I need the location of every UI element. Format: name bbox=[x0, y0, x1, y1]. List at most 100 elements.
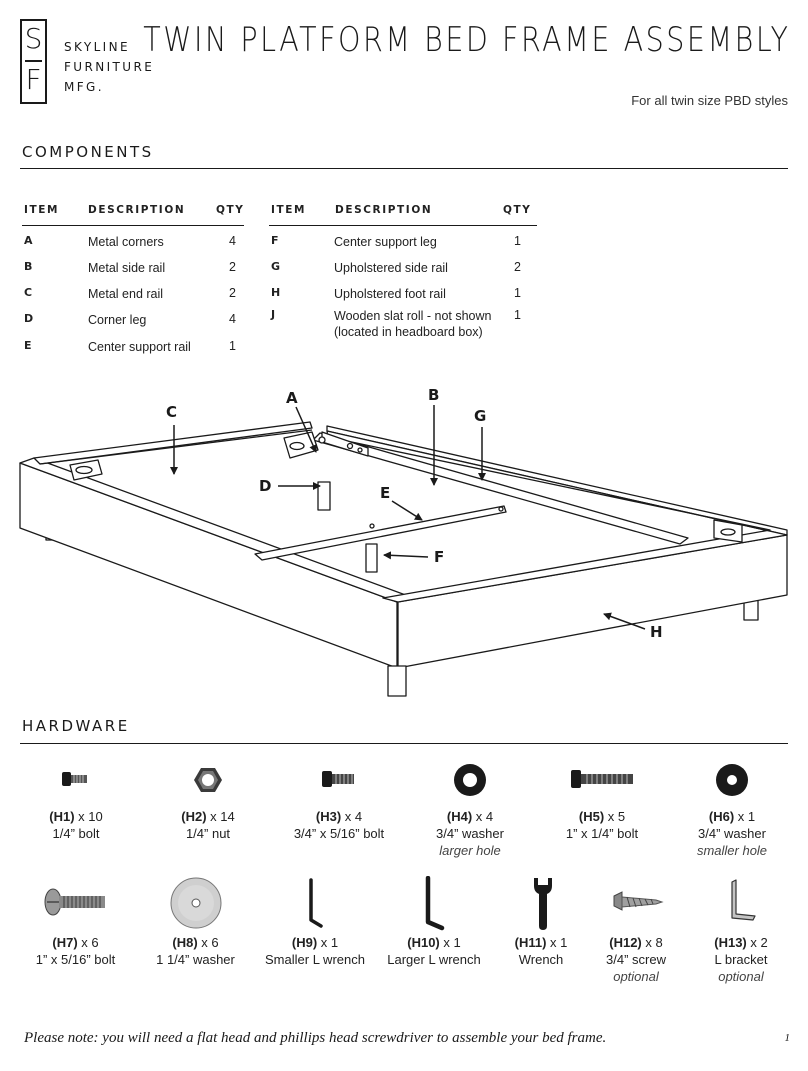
col-header-description: DESCRIPTION bbox=[335, 204, 433, 216]
col-header-item: ITEM bbox=[271, 204, 307, 216]
hardware-code: (H7) bbox=[52, 935, 78, 950]
item-qty: 1 bbox=[514, 234, 521, 248]
components-header: COMPONENTS bbox=[22, 143, 154, 161]
item-letter: B bbox=[24, 260, 33, 273]
item-letter: H bbox=[271, 286, 281, 299]
metal-corner-a-right bbox=[713, 519, 743, 543]
hardware-desc: 3/4” washer bbox=[436, 826, 504, 841]
hardware-code: (H10) bbox=[407, 935, 440, 950]
table-header-rule bbox=[22, 225, 244, 226]
hardware-code: (H13) bbox=[714, 935, 747, 950]
screw-icon bbox=[613, 891, 664, 911]
brand-line-1: SKYLINE bbox=[64, 40, 130, 54]
label-b: B bbox=[428, 386, 439, 404]
label-d: D bbox=[259, 477, 271, 495]
hardware-item-h6: (H6) x 1 3/4” washer smaller hole bbox=[672, 760, 792, 859]
item-description: Metal corners bbox=[88, 235, 164, 249]
arrow-h bbox=[603, 612, 646, 630]
item-letter: C bbox=[24, 286, 33, 299]
col-header-qty: QTY bbox=[503, 204, 532, 216]
table-row: C Metal end rail 2 bbox=[22, 286, 244, 306]
hardware-code: (H12) bbox=[609, 935, 642, 950]
hardware-item-h5: (H5) x 5 1” x 1/4” bolt bbox=[542, 760, 662, 842]
hardware-qty: x 1 bbox=[737, 809, 756, 824]
front-left-leg bbox=[387, 665, 407, 697]
center-support-leg-f bbox=[365, 543, 378, 573]
hardware-qty: x 1 bbox=[550, 935, 568, 950]
label-h: H bbox=[650, 623, 663, 641]
upholstered-side-rail-left bbox=[19, 457, 412, 669]
item-qty: 2 bbox=[229, 286, 236, 300]
hardware-qty: x 4 bbox=[475, 809, 494, 824]
arrow-f bbox=[383, 551, 429, 560]
hardware-desc: 3/4” washer bbox=[698, 826, 766, 841]
l-bracket-icon bbox=[731, 879, 756, 921]
hardware-desc: Wrench bbox=[518, 952, 564, 967]
label-c: C bbox=[166, 403, 177, 421]
hardware-code: (H6) bbox=[708, 809, 735, 824]
hardware-qty: x 5 bbox=[607, 809, 626, 824]
col-header-item: ITEM bbox=[24, 204, 60, 216]
hardware-code: (H3) bbox=[315, 809, 342, 824]
hardware-code: (H11) bbox=[514, 935, 547, 950]
table-row: E Center support rail 1 bbox=[22, 339, 244, 359]
col-header-qty: QTY bbox=[216, 204, 245, 216]
hardware-qty: x 10 bbox=[78, 809, 103, 824]
hardware-item-h2: (H2) x 14 1/4” nut bbox=[148, 760, 268, 842]
hardware-qty: x 6 bbox=[81, 935, 99, 950]
item-letter: J bbox=[271, 308, 276, 321]
table-row: B Metal side rail 2 bbox=[22, 260, 244, 280]
hardware-desc: 1/4” bolt bbox=[52, 826, 100, 841]
hardware-desc: 1” x 1/4” bolt bbox=[565, 826, 639, 841]
item-description: Metal end rail bbox=[88, 287, 164, 301]
item-description: Center support leg bbox=[334, 235, 437, 249]
bolt-icon bbox=[322, 771, 354, 787]
hardware-qty: x 6 bbox=[201, 935, 219, 950]
table-row: H Upholstered foot rail 1 bbox=[269, 286, 537, 306]
hardware-note: optional bbox=[613, 969, 659, 984]
item-letter: D bbox=[24, 312, 34, 325]
table-header-rule bbox=[269, 225, 537, 226]
hardware-item-h12: (H12) x 8 3/4” screw optional bbox=[588, 876, 684, 985]
components-rule bbox=[20, 168, 788, 169]
table-row: J Wooden slat roll - not shown (located … bbox=[269, 308, 537, 342]
bed-frame-diagram: C A B G D E F H bbox=[19, 386, 788, 697]
hardware-note: larger hole bbox=[439, 843, 501, 858]
hardware-qty: x 8 bbox=[645, 935, 663, 950]
label-e: E bbox=[380, 484, 390, 502]
hardware-code: (H2) bbox=[181, 809, 207, 824]
col-header-description: DESCRIPTION bbox=[88, 204, 186, 216]
hardware-desc: 3/4” x 5/16” bolt bbox=[293, 826, 385, 841]
l-wrench-icon bbox=[309, 878, 323, 928]
arrow-e bbox=[391, 500, 423, 521]
washer-icon bbox=[716, 764, 748, 796]
hardware-qty: x 1 bbox=[320, 935, 339, 950]
washer-icon bbox=[454, 764, 486, 796]
table-row: F Center support leg 1 bbox=[269, 234, 537, 254]
item-description: Center support rail bbox=[88, 340, 191, 354]
brand-monogram: S F bbox=[20, 19, 47, 104]
hardware-rule bbox=[20, 743, 788, 744]
item-qty: 1 bbox=[229, 339, 236, 353]
hardware-item-h11: (H11) x 1 Wrench bbox=[496, 876, 586, 968]
bolt-icon bbox=[62, 772, 87, 786]
hardware-item-h13: (H13) x 2 L bracket optional bbox=[690, 876, 792, 985]
brand-line-2: FURNITURE bbox=[64, 60, 155, 74]
hardware-code: (H8) bbox=[172, 935, 198, 950]
corner-leg-d bbox=[317, 481, 331, 511]
hardware-qty: x 2 bbox=[750, 935, 768, 950]
item-description: Upholstered side rail bbox=[334, 261, 448, 275]
l-wrench-icon bbox=[425, 876, 445, 931]
footnote: Please note: you will need a flat head a… bbox=[24, 1030, 607, 1046]
hardware-note: smaller hole bbox=[696, 843, 768, 858]
page-number: 1 bbox=[784, 1032, 791, 1044]
label-f: F bbox=[434, 548, 444, 566]
monogram-divider bbox=[25, 60, 42, 62]
hardware-code: (H9) bbox=[291, 935, 318, 950]
center-support-rail-e bbox=[254, 505, 507, 561]
hardware-item-h9: (H9) x 1 Smaller L wrench bbox=[256, 876, 374, 968]
wrench-icon bbox=[534, 878, 552, 930]
hardware-note: optional bbox=[718, 969, 764, 984]
hardware-item-h7: (H7) x 6 1” x 5/16” bolt bbox=[18, 876, 133, 968]
hardware-item-h1: (H1) x 10 1/4” bolt bbox=[16, 760, 136, 842]
